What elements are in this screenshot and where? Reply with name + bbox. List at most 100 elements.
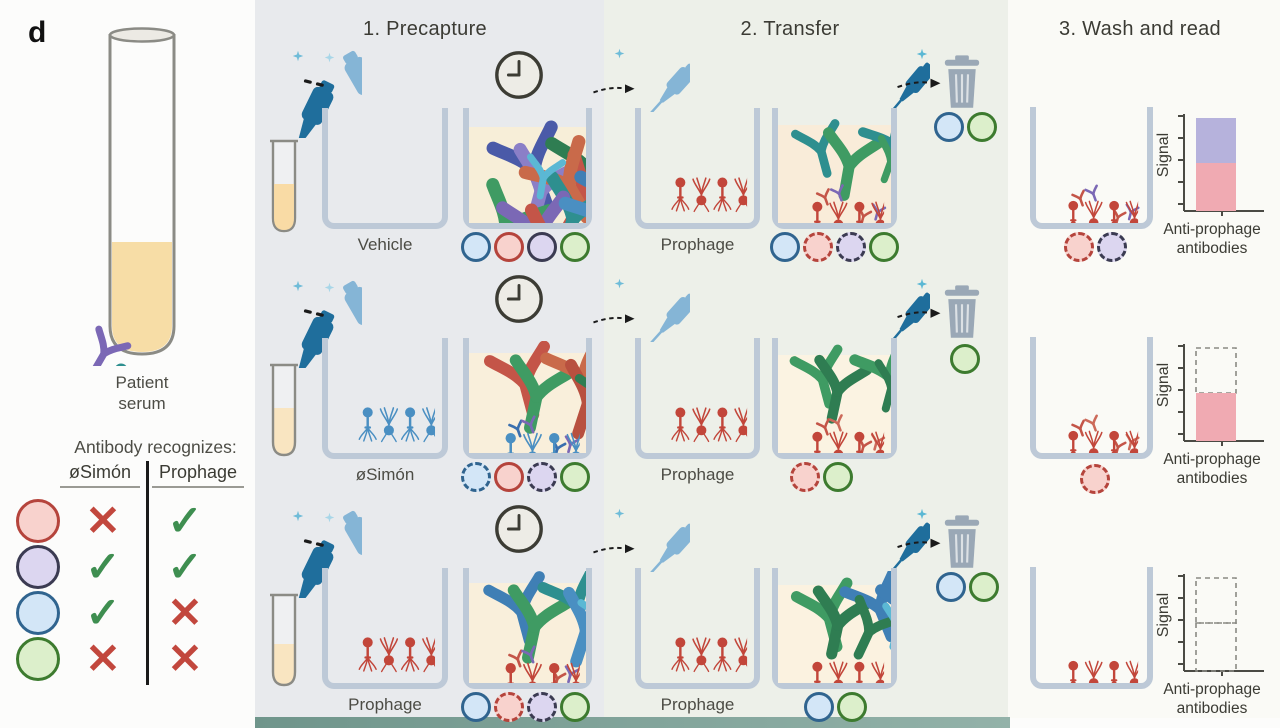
antibody-marker-green-solid <box>560 462 590 492</box>
table-header-prophage: Prophage <box>152 462 244 488</box>
signal-bar-missing-purple <box>1195 347 1237 394</box>
experiment-row-vehicle: Vehicle <box>0 0 1280 262</box>
antibody-marker-red-dashed <box>1080 464 1110 494</box>
discard-arrow-icon <box>896 306 942 322</box>
signal-axis-label: Signal <box>1155 592 1172 638</box>
table-row-green-marker <box>16 637 60 681</box>
capture-mix <box>778 111 891 223</box>
bottom-panel-edge <box>255 717 1010 728</box>
transfer-incubation-well <box>772 338 897 459</box>
table-row-purple-marker <box>16 545 60 589</box>
wash-result-markers <box>1064 232 1127 262</box>
vehicle-well <box>322 108 448 229</box>
precapture-result-markers <box>461 462 590 492</box>
antibody-marker-red-dashed <box>1064 232 1094 262</box>
discard-arrow-icon <box>896 76 942 92</box>
clock-icon <box>492 48 546 102</box>
signal-bar-red <box>1196 393 1236 441</box>
signal-bar-red <box>1196 163 1236 211</box>
transfer-incubation-well <box>772 108 897 229</box>
transfer-result-markers <box>770 232 899 262</box>
antibody-marker-purple-dashed <box>1097 232 1127 262</box>
transfer-pipette-icon <box>614 278 690 342</box>
antibody-marker-red-solid <box>494 462 524 492</box>
chart-x-label: Anti-prophage antibodies <box>1163 451 1261 488</box>
table-title: Antibody recognizes: <box>74 437 237 457</box>
mark-purple-simon: ✓ <box>85 543 121 590</box>
simon-phage-lawn <box>328 393 442 453</box>
serum-antibody-mix <box>469 114 586 223</box>
clock-icon <box>492 502 546 556</box>
wash-well <box>1030 337 1153 459</box>
antibody-marker-red-solid <box>16 499 60 543</box>
prophage-well <box>635 568 760 689</box>
chart-x-label: Anti-prophage antibodies <box>1163 681 1261 718</box>
wash-well <box>1030 567 1153 689</box>
serum-tube-icon <box>270 139 298 233</box>
wash-well <box>1030 107 1153 229</box>
antibody-marker-green-solid <box>16 637 60 681</box>
antibody-marker-green-solid <box>560 692 590 722</box>
mark-red-prophage: ✓ <box>167 497 203 544</box>
signal-bar-purple <box>1196 118 1236 163</box>
clock-icon <box>492 272 546 326</box>
trash-icon <box>938 282 986 342</box>
antibody-marker-green-solid <box>823 462 853 492</box>
transfer-pipette-icon <box>614 508 690 572</box>
experiment-row-prophage: Prophage Prophage <box>0 460 1280 728</box>
step-title-precapture: 1. Precapture <box>363 18 487 40</box>
chart-x-label: Anti-prophage antibodies <box>1163 221 1261 258</box>
mark-green-prophage: ✕ <box>167 635 203 682</box>
washed-phages <box>1036 343 1147 453</box>
prophage-well <box>635 108 760 229</box>
antibody-marker-purple-dashed <box>527 692 557 722</box>
antibody-marker-blue-solid <box>804 692 834 722</box>
washed-phages <box>1036 113 1147 223</box>
mark-red-simon: ✕ <box>85 497 121 544</box>
simon-phage-well <box>322 338 448 459</box>
antibody-marker-blue-solid <box>16 591 60 635</box>
capture-mix <box>778 341 891 453</box>
table-header-simon: øSimón <box>60 462 140 488</box>
table-row-blue-marker <box>16 591 60 635</box>
tube-caption: Patient serum <box>115 373 169 414</box>
test-tube-icon <box>92 27 192 366</box>
table-row-red-marker <box>16 499 60 543</box>
precapture-incubation-well <box>463 338 592 459</box>
discarded-markers <box>950 344 980 374</box>
wash-result-markers <box>1080 464 1110 494</box>
signal-axis-label: Signal <box>1155 362 1172 408</box>
antibody-marker-purple-solid <box>527 232 557 262</box>
prophage-well <box>635 338 760 459</box>
antibody-marker-green-solid <box>837 692 867 722</box>
antibody-marker-green-solid <box>967 112 997 142</box>
antibody-marker-blue-dashed <box>461 462 491 492</box>
prophage-capture-mix <box>469 571 586 683</box>
precapture-incubation-well <box>463 568 592 689</box>
prophage-lawn <box>328 623 442 683</box>
prophage-well-label: Prophage <box>660 695 735 714</box>
antibody-marker-blue-solid <box>770 232 800 262</box>
trash-icon <box>938 52 986 112</box>
transfer-pipette-icon <box>614 48 690 112</box>
antibody-marker-purple-dashed <box>836 232 866 262</box>
signal-chart <box>1178 344 1264 446</box>
antibody-marker-green-solid <box>869 232 899 262</box>
simon-well-label: øSimón <box>355 465 415 484</box>
signal-bar-missing-purple <box>1195 577 1237 624</box>
serum-tube-icon <box>270 593 298 687</box>
transfer-incubation-well <box>772 568 897 689</box>
antibody-marker-blue-solid <box>936 572 966 602</box>
washed-phages <box>1036 573 1147 683</box>
mark-green-simon: ✕ <box>85 635 121 682</box>
antibody-marker-blue-solid <box>934 112 964 142</box>
prophage-lawn <box>641 163 754 223</box>
prophage-precapture-well <box>322 568 448 689</box>
mark-blue-prophage: ✕ <box>167 589 203 636</box>
precapture-incubation-well <box>463 108 592 229</box>
signal-axis-label: Signal <box>1155 132 1172 178</box>
antibody-marker-red-dashed <box>790 462 820 492</box>
prophage-well-label: Prophage <box>660 465 735 484</box>
antibody-marker-blue-solid <box>461 232 491 262</box>
prophage-well-label: Prophage <box>660 235 735 254</box>
